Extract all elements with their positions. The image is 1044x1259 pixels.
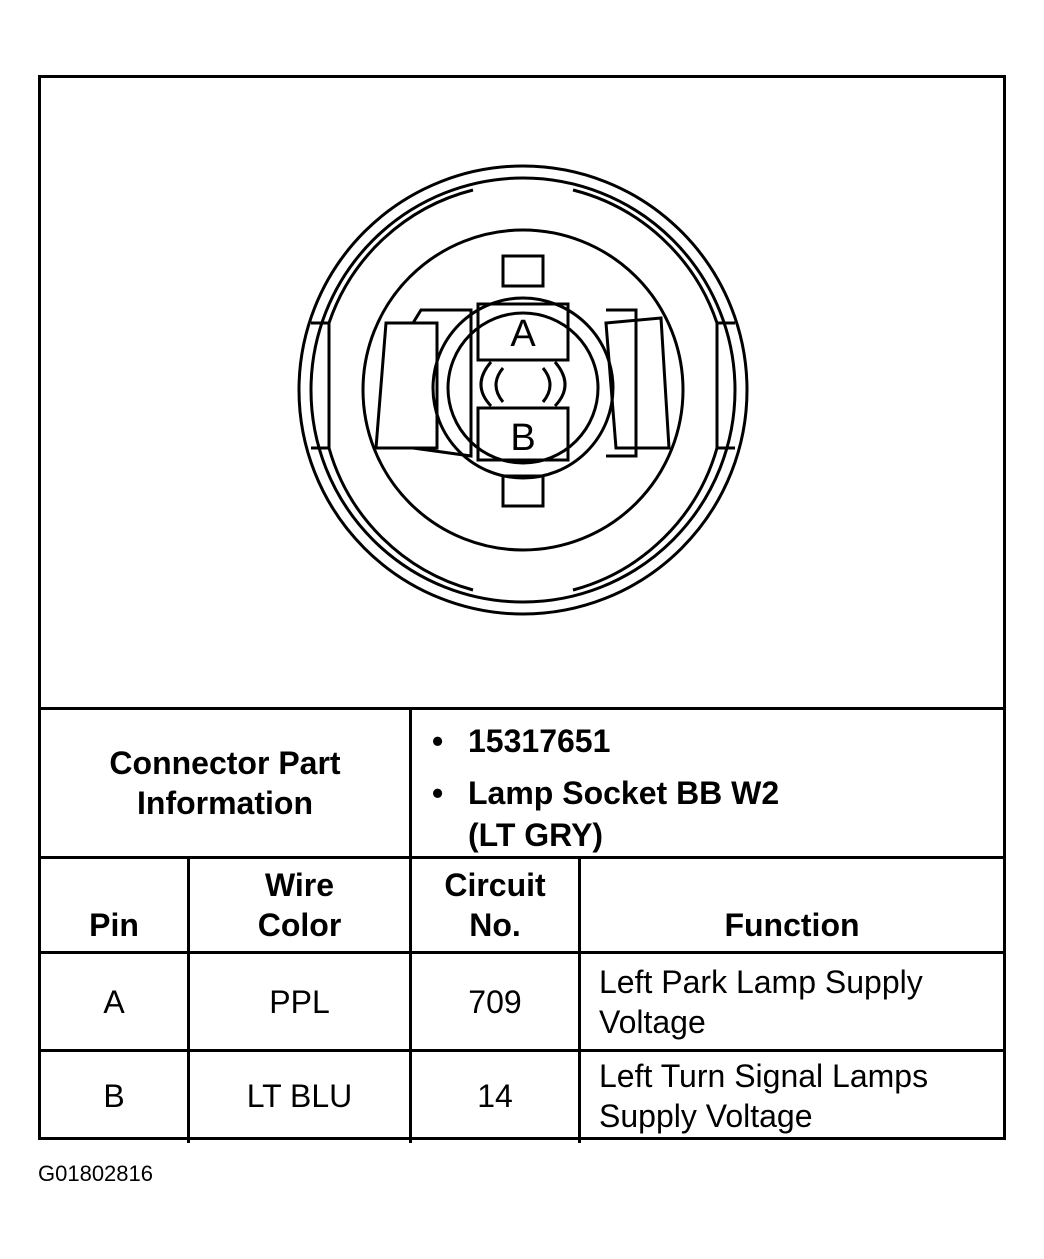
divider-vertical-2 xyxy=(409,707,412,1143)
header-pin-cell: Pin xyxy=(41,859,187,951)
connector-figure: A B Connector Part Information • 1531765… xyxy=(38,75,1006,1143)
mid-ring-top-right xyxy=(572,188,719,324)
figure-id: G01802816 xyxy=(38,1161,153,1186)
left-terminal-inner xyxy=(411,308,473,458)
connector-part-number: 15317651 xyxy=(468,723,611,759)
connector-description-color-item: (LT GRY) xyxy=(468,814,1003,856)
row-a-pin: A xyxy=(103,983,125,1020)
outer-ring xyxy=(297,164,749,616)
center-post xyxy=(479,361,567,408)
divider-vertical-3 xyxy=(578,856,581,1143)
mid-ring-bottom-right xyxy=(572,447,719,592)
row-a-circuit: 709 xyxy=(468,983,522,1020)
connector-info-label-cell: Connector Part Information xyxy=(41,710,409,856)
connector-face-diagram: A B xyxy=(297,164,749,616)
pin-b-cavity xyxy=(476,406,570,462)
divider-info-header xyxy=(41,856,1003,859)
header-circuit-line2: No. xyxy=(469,907,521,943)
inner-ring xyxy=(361,228,685,552)
center-post-inner xyxy=(494,367,552,403)
pin-a-cavity xyxy=(476,302,570,362)
connector-info-values-cell: • 15317651 • Lamp Socket BB W2 (LT GRY) xyxy=(412,710,1003,856)
connector-description: Lamp Socket BB W2 xyxy=(468,775,780,811)
row-a-wire-color-cell: PPL xyxy=(190,954,409,1049)
key-right xyxy=(715,321,735,450)
left-terminal xyxy=(374,321,439,450)
row-a-circuit-cell: 709 xyxy=(412,954,578,1049)
row-a-function-line2: Voltage xyxy=(599,1003,706,1040)
mid-ring-top-left xyxy=(327,188,474,324)
connector-info-label: Connector Part Information xyxy=(109,745,341,821)
row-a-function-cell: Left Park Lamp Supply Voltage xyxy=(581,954,1003,1049)
header-function-cell: Function xyxy=(581,859,1003,951)
row-b-circuit-cell: 14 xyxy=(412,1052,578,1140)
divider-diagram-table xyxy=(41,707,1003,710)
divider-header-rows xyxy=(41,951,1003,954)
bullet-icon: • xyxy=(432,723,444,759)
row-b-pin: B xyxy=(103,1078,125,1114)
row-b-wire-color-cell: LT BLU xyxy=(190,1052,409,1140)
row-a-pin-cell: A xyxy=(41,954,187,1049)
top-slot xyxy=(501,254,545,288)
row-b-pin-cell: B xyxy=(41,1052,187,1140)
header-wire-color-line2: Color xyxy=(257,907,342,943)
mid-ring-bottom-left xyxy=(327,447,474,592)
bullet-icon: • xyxy=(432,775,444,811)
row-a-function-line1: Left Park Lamp Supply xyxy=(599,963,923,1000)
key-left xyxy=(311,321,331,450)
pin-b-label: B xyxy=(510,417,535,459)
header-function: Function xyxy=(724,907,860,943)
row-b-function-line1: Left Turn Signal Lamps xyxy=(599,1058,929,1094)
connector-part-number-item: • 15317651 xyxy=(432,720,1003,762)
header-pin: Pin xyxy=(89,907,139,943)
divider-row-a-b xyxy=(41,1049,1003,1052)
header-circuit-line1: Circuit xyxy=(444,867,546,903)
right-terminal xyxy=(604,316,671,450)
row-b-function-line2: Supply Voltage xyxy=(599,1098,813,1134)
right-terminal-inner xyxy=(606,308,638,458)
connector-description-color: (LT GRY) xyxy=(468,817,604,853)
row-b-wire-color: LT BLU xyxy=(246,1078,353,1114)
divider-vertical-1 xyxy=(187,856,190,1143)
header-wire-color-cell: Wire Color xyxy=(190,859,409,951)
center-ring xyxy=(431,296,615,480)
center-ring-inner xyxy=(446,311,600,465)
header-circuit-cell: Circuit No. xyxy=(412,859,578,951)
outer-ring-inner xyxy=(309,176,737,604)
connector-description-item: • Lamp Socket BB W2 xyxy=(432,772,1003,814)
header-wire-color-line1: Wire xyxy=(264,867,335,903)
pin-a-label: A xyxy=(510,313,536,355)
row-b-circuit: 14 xyxy=(477,1078,513,1114)
row-b-function-cell: Left Turn Signal Lamps Supply Voltage xyxy=(581,1052,1003,1140)
bottom-slot xyxy=(501,474,545,508)
row-a-wire-color: PPL xyxy=(269,983,330,1020)
